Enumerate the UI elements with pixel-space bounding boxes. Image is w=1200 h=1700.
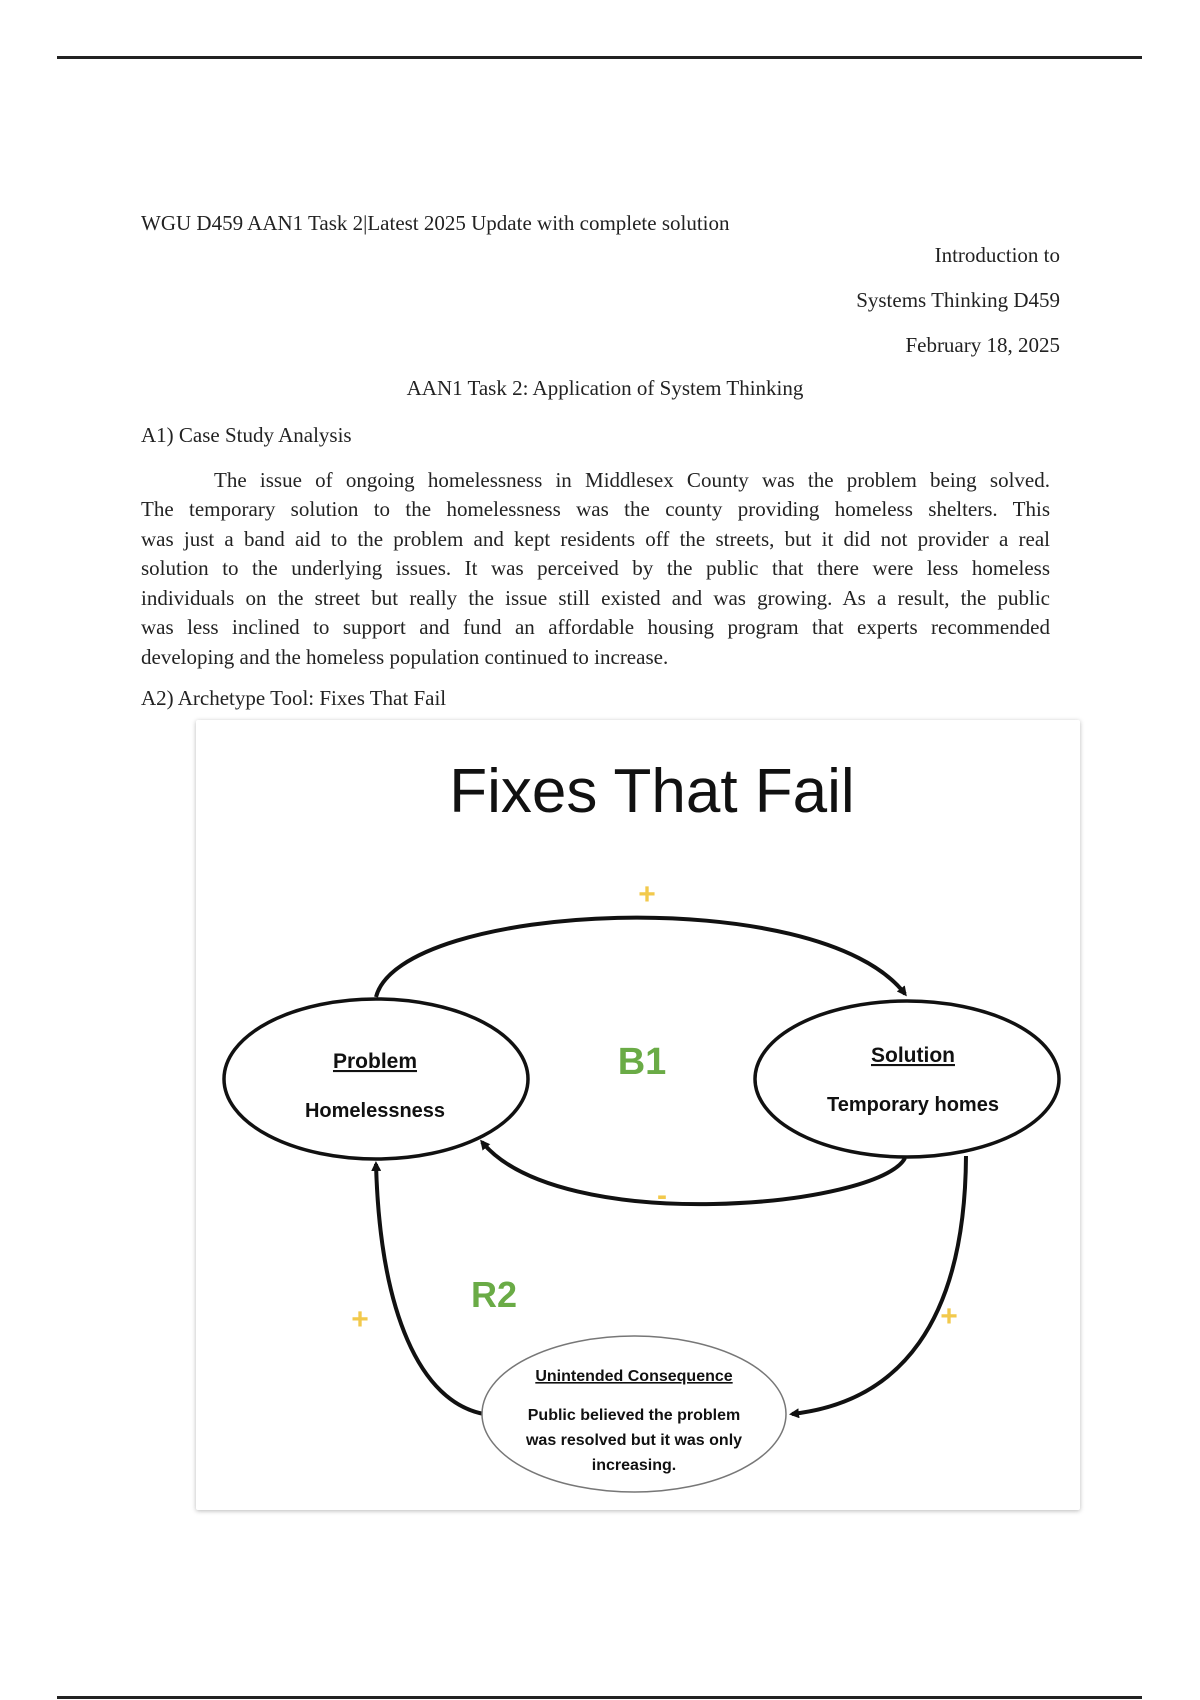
paragraph-line: The temporary solution to the homelessne… [141, 497, 1050, 521]
date: February 18, 2025 [905, 333, 1060, 357]
bottom-rule [57, 1696, 1142, 1699]
problem-text: Homelessness [305, 1100, 445, 1122]
consequence-line: increasing. [592, 1457, 676, 1474]
problem-heading: Problem [333, 1050, 417, 1073]
arrow-consequence-to-problem [371, 1161, 485, 1416]
arrow-problem-to-solution [374, 915, 907, 998]
paragraph-line: was just a band aid to the problem and k… [141, 527, 1050, 551]
problem-node: Problem Homelessness [222, 997, 530, 1161]
solution-heading: Solution [871, 1044, 955, 1067]
course-line-2: Systems Thinking D459 [856, 288, 1060, 312]
top-rule [57, 56, 1142, 59]
paragraph-line: was less inclined to support and fund an… [141, 615, 1050, 639]
consequence-node: Unintended Consequence Public believed t… [481, 1335, 787, 1493]
polarity-minus: - [657, 1179, 667, 1212]
paragraph-line: individuals on the street but really the… [141, 586, 1050, 610]
loop-label-r2: R2 [471, 1274, 517, 1315]
diagram-svg: Fixes That Fail Problem Homelessness Sol… [222, 757, 1061, 1493]
course-line-1: Introduction to [934, 243, 1060, 267]
arrow-solution-to-problem [480, 1139, 907, 1207]
loop-label-b1: B1 [618, 1041, 667, 1083]
diagram-title: Fixes That Fail [449, 757, 854, 826]
polarity-plus: + [351, 1303, 369, 1336]
paragraph-line: solution to the underlying issues. It wa… [141, 556, 1050, 580]
solution-node: Solution Temporary homes [753, 999, 1061, 1159]
paragraph-line: developing and the homeless population c… [141, 645, 669, 669]
fixes-that-fail-diagram: Fixes That Fail Problem Homelessness Sol… [196, 720, 1080, 1510]
paragraph-line: The issue of ongoing homelessness in Mid… [214, 468, 1050, 492]
section-a2-heading: A2) Archetype Tool: Fixes That Fail [141, 686, 447, 710]
document-title: WGU D459 AAN1 Task 2|Latest 2025 Update … [141, 211, 730, 235]
arrow-solution-to-consequence [789, 1155, 968, 1419]
consequence-line: Public believed the problem [528, 1407, 741, 1424]
solution-text: Temporary homes [827, 1094, 999, 1116]
polarity-plus: + [638, 878, 656, 911]
polarity-plus: + [940, 1300, 958, 1333]
page-title: AAN1 Task 2: Application of System Think… [406, 376, 804, 400]
consequence-heading: Unintended Consequence [535, 1368, 732, 1385]
consequence-line: was resolved but it was only [525, 1432, 742, 1449]
section-a1-heading: A1) Case Study Analysis [141, 423, 352, 447]
